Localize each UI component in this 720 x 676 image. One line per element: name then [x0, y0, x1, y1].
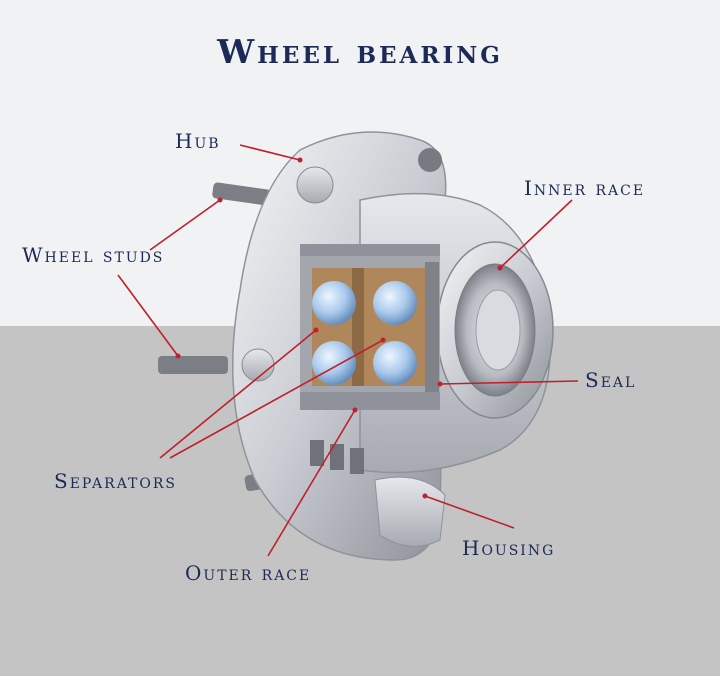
- hub-leader-line: [239, 144, 301, 161]
- seal-leader-line: [439, 380, 579, 385]
- hub-leader-dot: [297, 157, 303, 163]
- outer-race-label: Outer race: [185, 561, 312, 585]
- separators-leader-dot-1: [313, 327, 319, 333]
- inner-race-leader-line: [499, 199, 573, 269]
- wheel-studs-leader-line-2: [117, 274, 179, 357]
- housing-leader-line: [424, 495, 515, 529]
- seal-leader-dot: [437, 381, 443, 387]
- separators-leader-line-1: [159, 329, 317, 459]
- housing-bolts-art: [310, 440, 446, 547]
- separators-leader-line-2: [169, 339, 384, 459]
- housing-label: Housing: [462, 536, 556, 560]
- wheel-studs-label: Wheel studs: [22, 243, 165, 267]
- wheel-studs-leader-line-1: [149, 199, 221, 251]
- separators-leader-dot-2: [380, 337, 386, 343]
- wheel-studs-leader-dot-2: [175, 353, 181, 359]
- wheel-studs-leader-dot-1: [217, 197, 223, 203]
- inner-race-label: Inner race: [524, 176, 646, 200]
- outer-race-leader-line: [267, 409, 356, 557]
- seal-label: Seal: [585, 368, 637, 392]
- separators-label: Separators: [54, 469, 177, 493]
- housing-leader-dot: [422, 493, 428, 499]
- outer-race-leader-dot: [352, 407, 358, 413]
- diagram-title: Wheel bearing: [217, 32, 503, 71]
- cutaway-section-art: [300, 244, 440, 410]
- hub-label: Hub: [175, 129, 221, 153]
- inner-race-leader-dot: [497, 265, 503, 271]
